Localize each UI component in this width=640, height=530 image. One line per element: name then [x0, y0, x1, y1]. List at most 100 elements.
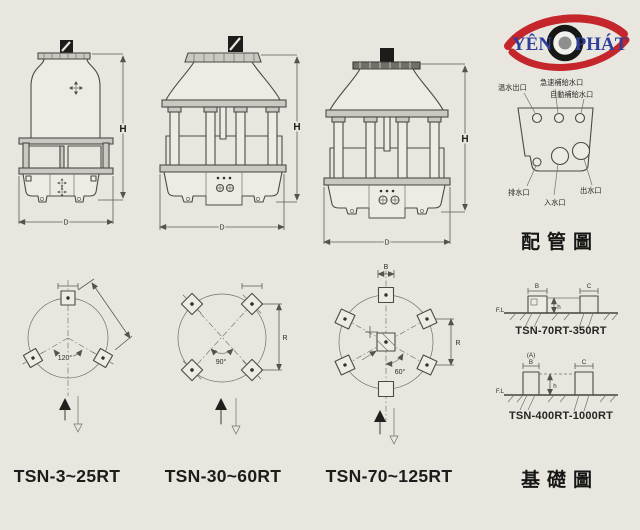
label-quick-makeup: 急速補給水口: [540, 78, 583, 87]
anchor-bolt-icon: [334, 308, 356, 330]
logo-text-left: YÊN: [512, 33, 552, 55]
water-basin: [22, 173, 100, 203]
basin-cross-icon: [57, 187, 67, 197]
tower2-dimensions: H D: [159, 54, 302, 233]
airflow-symbol-icon: [69, 81, 83, 95]
anchor-bolt-icon: [92, 347, 114, 369]
fan-motor-icon: [380, 48, 394, 62]
detail-range-label: TSN-400RT-1000RT: [509, 410, 613, 422]
basin-bolt-right: [90, 175, 97, 182]
center-hanger: [383, 116, 391, 152]
basin-cross-icon: [57, 178, 67, 188]
basin-tub-outline: [517, 107, 594, 172]
yen-phat-logo: YÊN PHÁT: [504, 14, 630, 71]
foundation-detail-1: B C h F.L TSN-70RT-350RT: [495, 282, 619, 337]
foundation-block: [574, 371, 594, 396]
label-auto-makeup: 自動補給水口: [550, 90, 593, 99]
angle-label: 120°: [58, 354, 73, 362]
dim-D-label: D: [63, 220, 68, 227]
angle-label: 90°: [216, 358, 227, 366]
tower-body: [329, 68, 444, 111]
anchor-bolt-icon: [240, 292, 264, 316]
hot-water-outlet-port: [531, 112, 543, 124]
support-columns: [331, 116, 442, 179]
tower3-dimensions: H D: [323, 63, 470, 248]
motor-stripe: [229, 37, 241, 51]
basin-bolt-left: [25, 175, 32, 182]
support-columns: [167, 106, 280, 166]
dim-C-label: C: [582, 359, 587, 366]
anchor-bolt-icon: [416, 308, 438, 330]
louver-fill-right: [67, 145, 102, 169]
inlet-port: [550, 146, 570, 166]
side-post-right: [102, 142, 110, 172]
lower-flange: [159, 164, 287, 173]
foundation-plan-3bolt: 120°: [22, 278, 133, 433]
logo-swoosh-top: [504, 14, 628, 50]
dim-R-label: R: [282, 335, 287, 342]
anchor-bolt-icon: [240, 358, 264, 382]
tower-body: [30, 58, 101, 139]
basin-bolt-icon: [390, 195, 400, 205]
lower-flange: [18, 167, 114, 175]
foundation-sections: B C h F.L TSN-70RT-350RT (A) B C: [495, 282, 619, 422]
logo-text-right: PHÁT: [575, 33, 628, 55]
logo-ball-icon: [558, 36, 572, 50]
dim-H-label: H: [461, 134, 468, 145]
anchor-bolt-icon: [22, 347, 44, 369]
label-inlet: 入水口: [544, 198, 566, 207]
logo-swoosh-bottom: [508, 36, 630, 71]
louver-fill-left: [26, 145, 61, 169]
foundation-plan-6bolt: B R 60°: [334, 263, 462, 445]
bolt-circle: [177, 293, 267, 383]
piping-diagram-title: 配管圖: [520, 232, 599, 253]
dim-B-label: B: [529, 359, 533, 366]
side-post-left: [22, 142, 30, 172]
dim-H-label: H: [293, 122, 300, 133]
tower-elevation-small: H D: [18, 40, 128, 228]
fan-cap: [37, 52, 91, 60]
basin-bolt-icon: [378, 195, 388, 205]
auto-makeup-port: [574, 112, 586, 124]
flow-direction-icons: [59, 396, 83, 433]
dim-h-label: h: [553, 383, 557, 390]
foundation-detail-2: (A) B C h F.L TSN-400RT-1000RT: [495, 351, 618, 422]
model-label-small: TSN-3~25RT: [13, 466, 121, 486]
louver-fill: [329, 147, 445, 179]
dim-R-label: R: [455, 340, 460, 347]
anchor-bolt-icon: [60, 290, 76, 306]
tower2-drawing: [159, 36, 287, 206]
foundation-block: [522, 371, 540, 396]
label-outlet: 出水口: [580, 186, 602, 195]
outlet-port: [571, 141, 591, 161]
dim-B-label: B: [384, 264, 389, 271]
foundation-block: [579, 295, 599, 314]
label-drain: 排水口: [508, 188, 530, 197]
tower-body: [165, 61, 281, 101]
anchor-bolt-icon: [416, 354, 438, 376]
label-hot-water-outlet: 温水出口: [498, 83, 527, 92]
flow-direction-icons: [215, 398, 241, 435]
angle-label: 60°: [395, 368, 406, 376]
upper-flange: [18, 137, 114, 145]
anchor-bolt-icon: [377, 286, 395, 304]
anchor-bolt-icon: [180, 292, 204, 316]
tower1-drawing: [18, 40, 114, 203]
tower-elevation-large: H D: [323, 48, 470, 248]
upper-rail: [161, 99, 287, 108]
model-label-medium: TSN-30~60RT: [164, 466, 282, 486]
dim-C-label: C: [587, 283, 592, 290]
flow-direction-icons: [374, 408, 399, 445]
foundation-plan-4bolt: 90° R: [177, 283, 289, 435]
piping-diagram: 温水出口 急速補給水口 自動補給水口 排水口 入水口 出水口: [498, 78, 602, 207]
floor-level-label: F.L: [496, 388, 505, 395]
dim-h-label: h: [557, 304, 561, 311]
basin-bolt-icon: [225, 183, 235, 193]
upper-rail: [325, 109, 449, 118]
quick-makeup-port: [553, 112, 565, 124]
foundation-diagram-title: 基礎圖: [520, 470, 599, 491]
lower-flange: [323, 177, 451, 186]
drain-port: [532, 157, 542, 167]
anchor-plate: [530, 298, 538, 306]
